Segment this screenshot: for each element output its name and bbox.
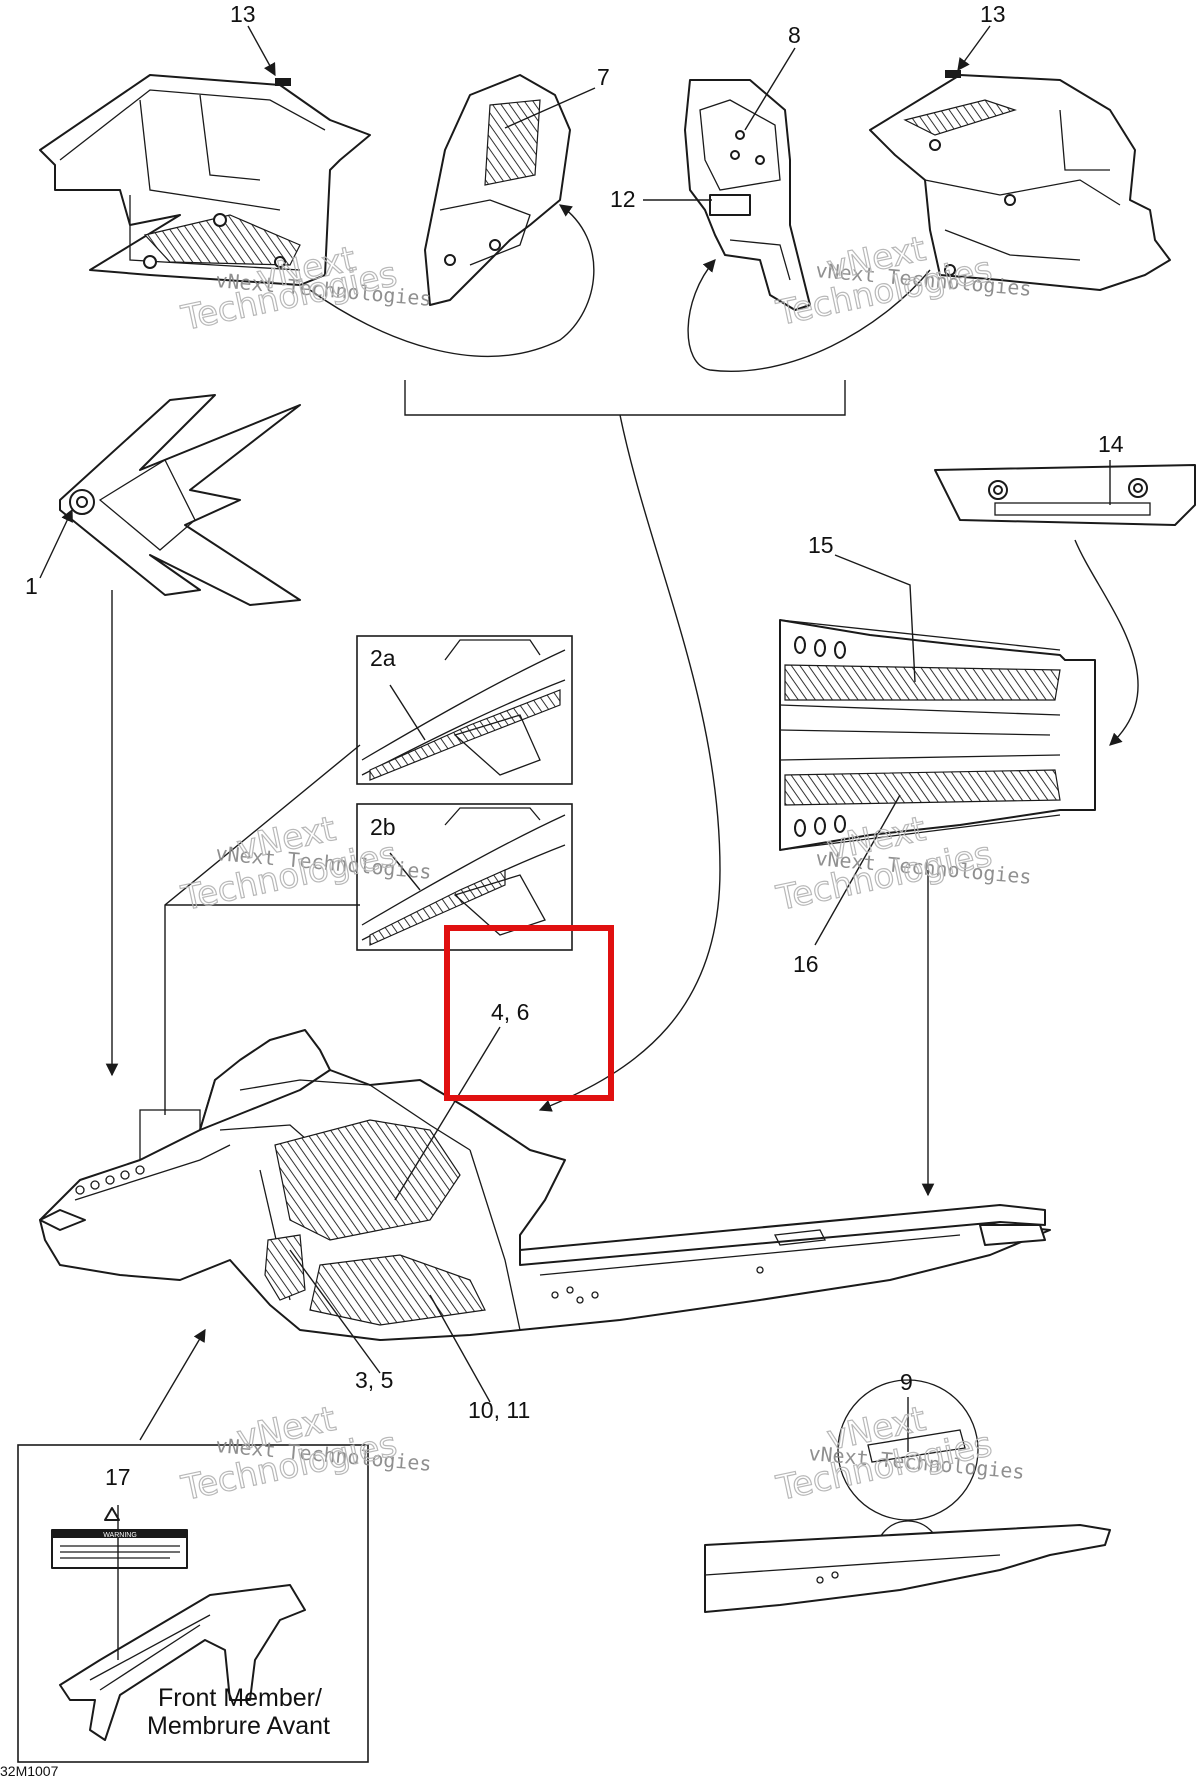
- callout-7: 7: [597, 64, 610, 90]
- rear-flap: [934, 464, 1196, 526]
- drawing-code: 32M1007: [0, 1763, 59, 1779]
- inset-caption-line1: Front Member/: [158, 1684, 322, 1712]
- decal-side-front: [264, 1234, 306, 1301]
- snowmobile-body: [39, 1029, 1051, 1341]
- warning-label-title: WARNING: [103, 1532, 137, 1539]
- callout-labels: 13 13 7 8 12 1 2a 2b 4, 6 3, 5 10, 11 14…: [25, 1, 1124, 1490]
- callout-8: 8: [788, 22, 801, 48]
- callout-17: 17: [105, 1464, 131, 1490]
- console-panel-left: [424, 74, 571, 306]
- callout-leaders: [39, 25, 1111, 1660]
- callout-16: 16: [793, 951, 819, 977]
- right-side-panel: [869, 70, 1171, 291]
- leader-flap-to-tunnel: [1074, 539, 1139, 746]
- decal-tunnel-bottom: [784, 769, 1061, 806]
- callout-9: 9: [900, 1369, 913, 1395]
- leader-top-to-body: [538, 414, 721, 1112]
- inset-caption-line2: Membrure Avant: [147, 1712, 330, 1740]
- callout-14: 14: [1098, 431, 1124, 457]
- decal-tunnel-top: [784, 664, 1061, 701]
- leader-right-panel: [687, 259, 931, 372]
- nose-vent-holes: [75, 1165, 145, 1195]
- leader-left-panel: [309, 204, 595, 358]
- callout-2b: 2b: [370, 814, 396, 840]
- tunnel-top-view: [779, 619, 1096, 851]
- decal-side-lower: [309, 1254, 486, 1326]
- detail-box-2a: [356, 635, 573, 785]
- bracket-top: [404, 380, 846, 416]
- decal-side-upper: [274, 1119, 461, 1241]
- hood-nose-panel: [59, 394, 301, 606]
- highlight-box[interactable]: [444, 925, 614, 1101]
- tunnel-vent-slots: [794, 636, 846, 837]
- callout-3-5: 3, 5: [355, 1367, 393, 1393]
- callout-13-left: 13: [230, 1, 256, 27]
- callout-15: 15: [808, 532, 834, 558]
- leader-inset-to-body: [139, 1328, 206, 1441]
- callout-2a: 2a: [370, 645, 396, 671]
- inset-front-member: [17, 1444, 369, 1763]
- callout-13-right: 13: [980, 1, 1006, 27]
- callout-10-11: 10, 11: [468, 1397, 530, 1423]
- callout-1: 1: [25, 573, 38, 599]
- callout-12: 12: [610, 186, 636, 212]
- left-side-panel: [39, 74, 371, 286]
- callout-4-6: 4, 6: [491, 999, 529, 1025]
- detail-logo-tunnel: [704, 1379, 1111, 1613]
